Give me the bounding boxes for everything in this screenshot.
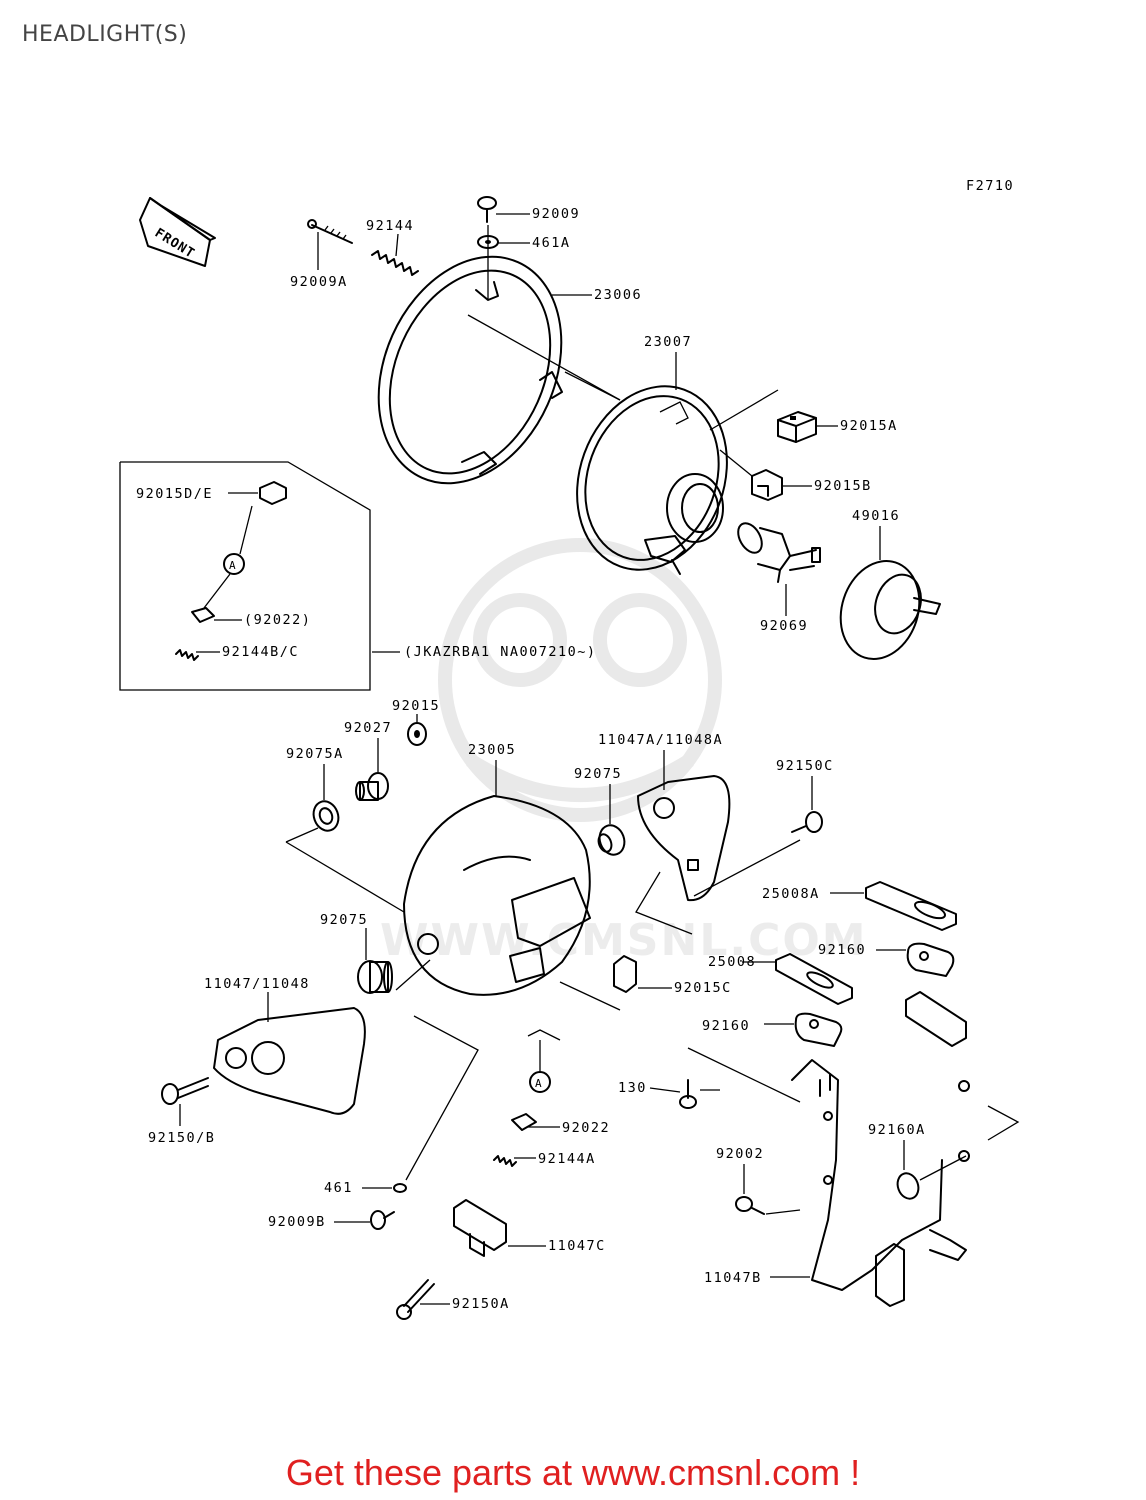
page-title: HEADLIGHT(S) — [22, 22, 188, 47]
label-92160-2: 92160 — [702, 1018, 750, 1034]
label-92150a: 92150A — [452, 1296, 510, 1312]
label-11047-11048: 11047/11048 — [204, 976, 310, 992]
label-92015: 92015 — [392, 698, 440, 714]
label-11047b: 11047B — [704, 1270, 762, 1286]
bolt-92150b — [161, 1077, 209, 1105]
label-92075-2: 92075 — [320, 912, 368, 928]
screw-92009a — [307, 219, 353, 244]
label-92069: 92069 — [760, 618, 808, 634]
watermark-text: WWW.CMSNL.COM — [380, 915, 868, 966]
label-92150b: 92150/B — [148, 1130, 215, 1146]
damper-92160-2 — [794, 1012, 843, 1047]
label-49016: 49016 — [852, 508, 900, 524]
adjuster-92015a — [777, 411, 817, 443]
grommet-92022 — [511, 1113, 537, 1131]
label-92160a: 92160A — [868, 1122, 926, 1138]
nut-92015 — [407, 722, 427, 746]
collar-92027 — [355, 772, 389, 801]
bracket-11047-11048 — [213, 1007, 366, 1115]
variant-inset-box — [119, 461, 400, 691]
screw-92009 — [477, 196, 497, 223]
grommet-92160a — [896, 1172, 920, 1200]
label-92009: 92009 — [532, 206, 580, 222]
bracket-11047a-11048a — [637, 775, 731, 902]
label-92015de: 92015D/E — [136, 486, 213, 502]
label-92075-1: 92075 — [574, 766, 622, 782]
top-assembly-lines — [467, 225, 779, 477]
spring-92144a — [493, 1155, 517, 1167]
variant-note: (JKAZRBA1 NA007210~) — [404, 644, 597, 660]
plate-25008 — [775, 953, 853, 1005]
callout-a-label: A — [535, 1077, 542, 1090]
bracket-11047c — [453, 1199, 507, 1257]
label-92009a: 92009A — [290, 274, 348, 290]
spring-92144 — [371, 250, 419, 276]
label-92075a: 92075A — [286, 746, 344, 762]
washer-461 — [393, 1183, 407, 1193]
bulb-cover-49016 — [839, 560, 941, 660]
label-92022-paren: (92022) — [244, 612, 311, 628]
label-461: 461 — [324, 1180, 353, 1196]
grommet-92075-1 — [597, 824, 626, 856]
bolt-92150a — [396, 1279, 435, 1320]
label-92015c: 92015C — [674, 980, 732, 996]
headlight-housing-23005 — [403, 795, 591, 996]
label-92150c: 92150C — [776, 758, 834, 774]
headlight-rim-23006 — [377, 255, 563, 485]
bolt-92150c — [791, 811, 823, 833]
label-92144bc: 92144B/C — [222, 644, 299, 660]
bolt-130 — [679, 1079, 697, 1109]
watermark-logo: WWW.CMSNL.COM — [380, 538, 868, 966]
label-23005: 23005 — [468, 742, 516, 758]
label-92160-1: 92160 — [818, 942, 866, 958]
figure-code: F2710 — [966, 178, 1014, 194]
label-25008a: 25008A — [762, 886, 820, 902]
label-92009b: 92009B — [268, 1214, 326, 1230]
screw-92009b — [370, 1210, 395, 1230]
middle-assembly-lines — [285, 827, 801, 1181]
stay-bracket-11047b — [791, 991, 970, 1307]
label-461a: 461A — [532, 235, 571, 251]
headlight-unit-23007 — [576, 385, 728, 575]
label-23006: 23006 — [594, 287, 642, 303]
label-11047a-11048a: 11047A/11048A — [598, 732, 723, 748]
grommet-92075-2 — [357, 960, 393, 994]
clip-92015b — [751, 469, 783, 501]
damper-92160-1 — [906, 942, 955, 977]
callout-a-marker — [529, 1071, 551, 1093]
front-direction-arrow: FRONT — [139, 197, 216, 267]
parts-shop-link[interactable]: Get these parts at www.cmsnl.com ! — [285, 1452, 861, 1493]
label-92015a: 92015A — [840, 418, 898, 434]
grommet-92075a — [312, 800, 340, 832]
label-92144: 92144 — [366, 218, 414, 234]
label-130: 130 — [618, 1080, 647, 1096]
bottom-assembly-lines — [687, 1047, 1020, 1215]
bulb-92069 — [737, 522, 821, 583]
clip-92015c — [613, 955, 637, 993]
plate-25008a — [865, 881, 957, 931]
label-25008: 25008 — [708, 954, 756, 970]
label-92144a: 92144A — [538, 1151, 596, 1167]
bolt-92002 — [735, 1196, 765, 1215]
label-92002: 92002 — [716, 1146, 764, 1162]
label-11047c: 11047C — [548, 1238, 606, 1254]
label-92022: 92022 — [562, 1120, 610, 1136]
label-23007: 23007 — [644, 334, 692, 350]
label-92027: 92027 — [344, 720, 392, 736]
inset-callout-a: A — [229, 559, 236, 572]
label-92015b: 92015B — [814, 478, 872, 494]
